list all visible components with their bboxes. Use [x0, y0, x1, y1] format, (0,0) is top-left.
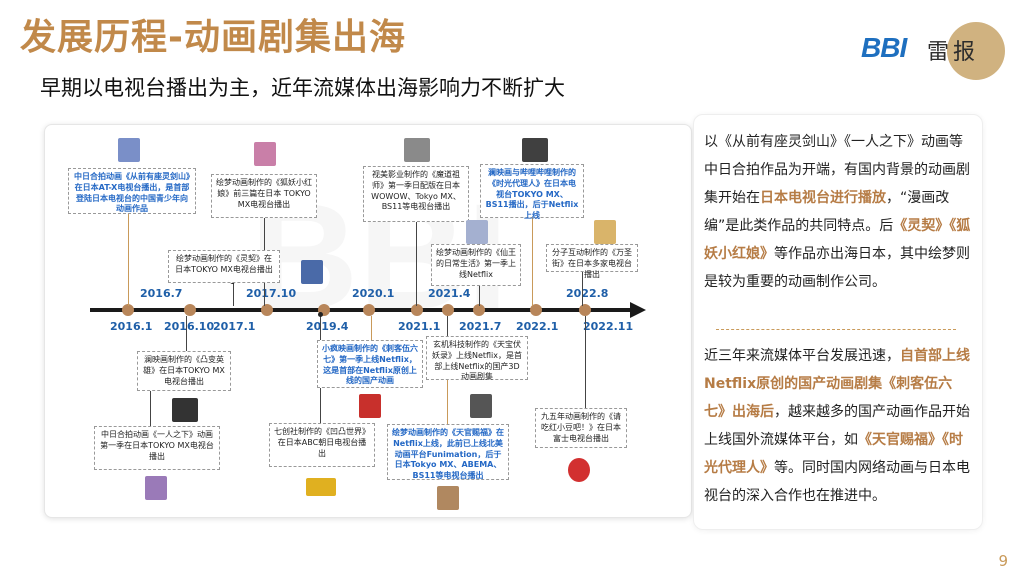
- year-label: 2021.1: [398, 320, 441, 333]
- timeline-marker: [530, 304, 542, 316]
- year-label: 2017.1: [213, 320, 256, 333]
- year-label: 2021.4: [428, 287, 471, 300]
- logo-bbi: BBI: [861, 32, 907, 63]
- timeline-event: 视美影业制作的《魔道祖师》第一季日配版在日本WOWOW、Tokyo MX、BS1…: [363, 166, 469, 222]
- year-label: 2020.1: [352, 287, 395, 300]
- logo-circle: [947, 22, 1005, 80]
- year-label: 2016.10: [164, 320, 215, 333]
- connector-line: [186, 316, 187, 351]
- timeline-axis: [90, 308, 632, 312]
- anime-thumbnail: [404, 138, 430, 162]
- year-label: 2022.8: [566, 287, 609, 300]
- timeline-event: 七创社制作的《凹凸世界》在日本ABC朝日电视台播出: [269, 423, 375, 467]
- connector-line: [150, 380, 151, 426]
- connector-line: [128, 214, 129, 306]
- anime-thumbnail: [437, 486, 459, 510]
- timeline-marker: [261, 304, 273, 316]
- timeline-event: 中日合拍动画《一人之下》动画第一季在日本TOKYO MX电视台播出: [94, 426, 220, 470]
- anime-thumbnail: [470, 394, 492, 418]
- timeline-marker: [122, 304, 134, 316]
- connector-line: [233, 270, 234, 306]
- timeline-event: 九五年动画制作的《请吃红小豆吧！》在日本富士电视台播出: [535, 408, 627, 448]
- anime-thumbnail: [466, 220, 488, 244]
- summary-paragraph-1: 以《从前有座灵剑山》《一人之下》动画等中日合拍作品为开端，有国内背景的动画剧集开…: [704, 134, 971, 290]
- divider: [716, 329, 956, 330]
- timeline-event: 绘梦动画制作的《仙王的日常生活》第一季上线Netflix: [431, 244, 521, 286]
- year-label: 2021.7: [459, 320, 502, 333]
- year-label: 2022.11: [583, 320, 634, 333]
- timeline-marker: [363, 304, 375, 316]
- year-label: 2022.1: [516, 320, 559, 333]
- anime-thumbnail: [254, 142, 276, 166]
- timeline-marker: [184, 304, 196, 316]
- connector-line: [479, 286, 480, 306]
- summary-paragraph-2: 近三年来流媒体平台发展迅速，自首部上线Netflix原创的国产动画剧集《刺客伍六…: [704, 348, 970, 504]
- timeline-arrow-icon: [630, 302, 646, 318]
- timeline-event: 中日合拍动画《从前有座灵剑山》在日本AT-X电视台播出，是首部登陆日本电视台的中…: [68, 168, 196, 214]
- connector-line: [447, 380, 448, 424]
- anime-thumbnail: [301, 260, 323, 284]
- anime-thumbnail: [568, 458, 590, 482]
- anime-thumbnail: [118, 138, 140, 162]
- connector-dot: [318, 312, 323, 317]
- connector-line: [532, 218, 533, 306]
- page-number: 9: [998, 552, 1008, 570]
- summary-panel: [693, 114, 983, 530]
- timeline-event: 澜映画与哔哩哔哩制作的《时光代理人》在日本电视台TOKYO MX、BS11播出，…: [480, 164, 584, 220]
- year-label: 2017.10: [246, 287, 297, 300]
- timeline-event: 澜映画制作的《凸变英雄》在日本TOKYO MX电视台播出: [137, 351, 231, 391]
- anime-thumbnail: [145, 476, 167, 500]
- timeline-marker: [411, 304, 423, 316]
- anime-thumbnail: [172, 398, 198, 422]
- timeline-event: 分子互动制作的《万圣街》在日本多家电视台播出: [546, 244, 638, 279]
- brand-logo: BBI 雷报: [861, 22, 1021, 80]
- timeline-event: 玄机科技制作的《天宝伏妖录》上线Netflix，是首部上线Netflix的国产3…: [426, 336, 528, 381]
- year-label: 2016.1: [110, 320, 153, 333]
- year-label: 2019.4: [306, 320, 349, 333]
- connector-line: [447, 316, 448, 336]
- connector-line: [585, 316, 586, 408]
- page-subtitle: 早期以电视台播出为主，近年流媒体出海影响力不断扩大: [40, 76, 565, 100]
- connector-line: [582, 270, 583, 306]
- timeline-marker: [442, 304, 454, 316]
- timeline-marker: [579, 304, 591, 316]
- anime-thumbnail: [359, 394, 381, 418]
- timeline-marker: [473, 304, 485, 316]
- timeline-event: 小疯映画制作的《刺客伍六七》第一季上线Netflix，这是首部在Netflix原…: [317, 340, 423, 388]
- anime-thumbnail: [522, 138, 548, 162]
- connector-line: [371, 316, 372, 340]
- page-title: 发展历程-动画剧集出海: [20, 17, 406, 58]
- logo-text: 雷报: [927, 40, 980, 65]
- connector-line: [416, 222, 417, 306]
- year-label: 2016.7: [140, 287, 183, 300]
- timeline-event: 绘梦动画制作的《天官赐福》在Netflix上线，此前已上线北美动画平台Funim…: [387, 424, 509, 480]
- timeline-event: 绘梦动画制作的《狐妖小红娘》前三篇在日本 TOKYO MX电视台播出: [211, 174, 317, 218]
- anime-thumbnail: [594, 220, 616, 244]
- anime-thumbnail: [306, 478, 336, 496]
- timeline-event: 绘梦动画制作的《灵契》在日本TOKYO MX电视台播出: [168, 250, 280, 283]
